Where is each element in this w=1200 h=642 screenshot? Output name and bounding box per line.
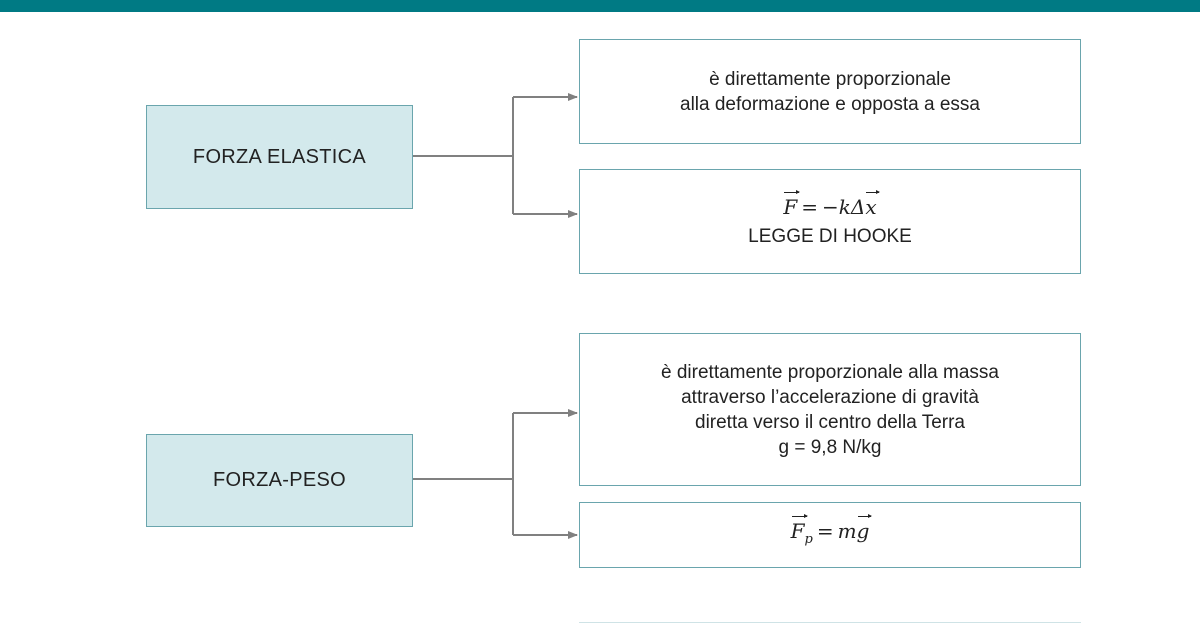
description-line: alla deformazione e opposta a essa [680, 93, 980, 115]
description-line: è direttamente proporzionale alla massa [661, 361, 999, 383]
vector-symbol: x [865, 189, 880, 219]
cropped-box-edge [579, 622, 1081, 642]
formula-subscript: p [804, 531, 813, 547]
concept-box-forza-peso: FORZA-PESO [146, 434, 413, 527]
concept-label: FORZA-PESO [212, 469, 346, 491]
vector-symbol: F [790, 513, 808, 543]
description-line: g = 9,8 N/kg [778, 436, 882, 458]
formula-operator: = [801, 194, 819, 219]
formula-hooke: F=−kΔx [783, 189, 880, 220]
formula-box-hooke: F=−kΔx LEGGE DI HOOKE [579, 169, 1081, 274]
concept-box-forza-elastica: FORZA ELASTICA [146, 105, 413, 209]
description-box-forza-elastica: è direttamente proporzionale alla deform… [579, 39, 1081, 144]
formula-box-peso: Fp=mg [579, 502, 1081, 568]
law-name: LEGGE DI HOOKE [748, 225, 912, 247]
concept-label: FORZA ELASTICA [192, 145, 367, 168]
vector-symbol: g [856, 513, 873, 543]
description-line: è direttamente proporzionale [709, 68, 951, 90]
formula-coefficient: m [837, 518, 857, 543]
formula-peso: Fp=mg [790, 513, 873, 552]
description-line: diretta verso il centro della Terra [695, 411, 965, 433]
description-line: attraverso l’accelerazione di gravità [681, 386, 979, 408]
vector-symbol: F [783, 189, 801, 219]
formula-operator: = [816, 518, 834, 543]
formula-coefficient: −kΔ [822, 194, 866, 219]
header-bar [0, 0, 1200, 12]
description-box-forza-peso: è direttamente proporzionale alla massa … [579, 333, 1081, 486]
